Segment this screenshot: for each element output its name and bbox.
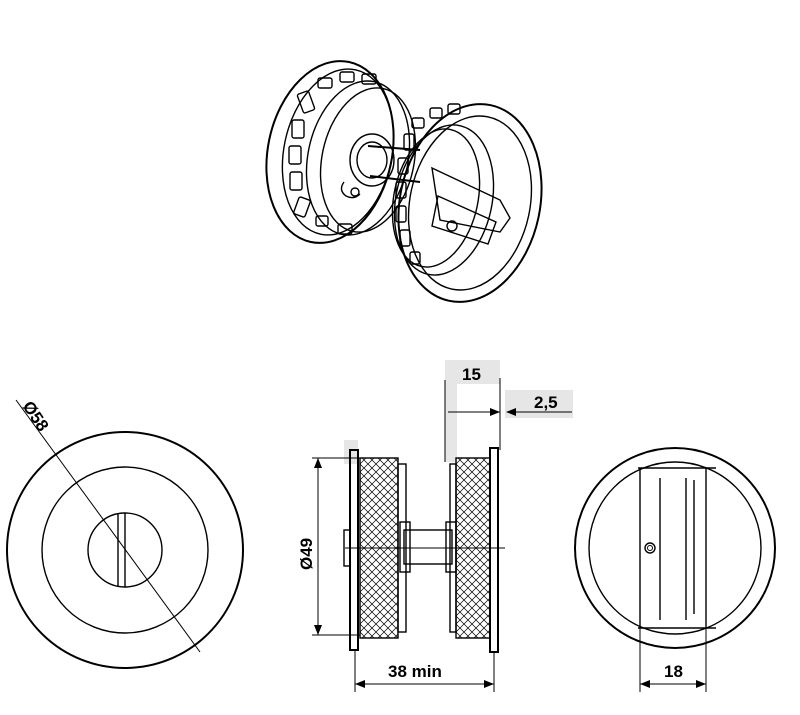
back-view: 18 xyxy=(574,447,776,692)
back-wheel xyxy=(265,60,417,244)
highlight-15 xyxy=(445,360,500,384)
diameter-49-label: Ø49 xyxy=(297,538,316,570)
front-wheel xyxy=(391,103,543,303)
diameter-58-label: Ø58 xyxy=(19,398,53,435)
depth-15-label: 15 xyxy=(462,365,481,384)
front-view: Ø58 xyxy=(6,398,244,669)
highlight-top-gap xyxy=(445,382,457,462)
min-length-label: 38 min xyxy=(388,662,442,681)
diameter-58-line xyxy=(15,399,201,653)
side-view: Ø49 15 2,5 38 min xyxy=(297,360,573,692)
thickness-25-label: 2,5 xyxy=(534,393,558,412)
highlight-25 xyxy=(505,390,573,418)
isometric-view xyxy=(265,60,543,303)
width-18-label: 18 xyxy=(664,662,683,681)
